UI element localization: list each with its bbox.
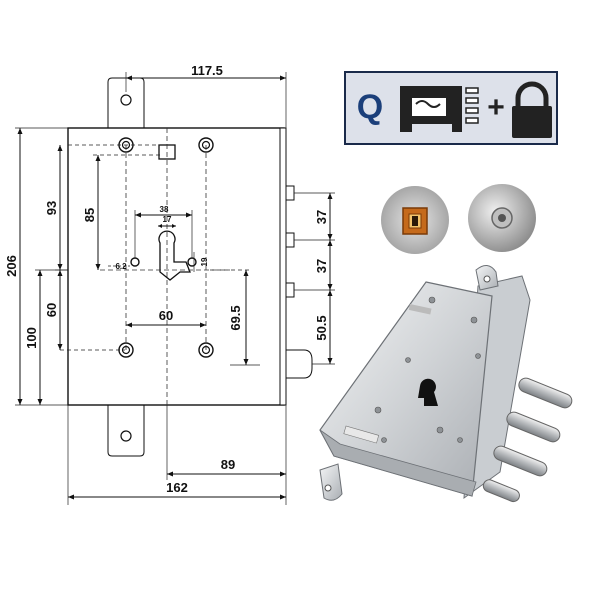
dim-label-50-5: 50.5: [314, 315, 329, 340]
technical-drawing: 117.5 162 89 206: [4, 63, 335, 505]
dimension-38: 38: [134, 205, 193, 258]
dim-label-17: 17: [163, 215, 172, 224]
dimension-206: 206: [4, 127, 68, 406]
dim-label-60-horizontal: 60: [159, 308, 173, 323]
padlock-icon: [512, 81, 552, 138]
dimension-100: 100: [24, 269, 68, 405]
dim-label-89: 89: [221, 457, 235, 472]
dim-label-37-lower: 37: [314, 259, 329, 273]
bottom-fixing-tab: [107, 405, 145, 457]
dimension-89: 89: [166, 405, 286, 480]
closeup-photo-left: [381, 186, 449, 254]
dim-label-19: 19: [200, 257, 209, 266]
photo-label-plate: [343, 425, 380, 444]
dim-label-37-upper: 37: [314, 210, 329, 224]
dim-label-85: 85: [82, 208, 97, 222]
dim-label-162: 162: [166, 480, 188, 495]
dim-label-38: 38: [160, 205, 169, 214]
closeup-photo-right: [468, 184, 536, 252]
badge-letter-q: Q: [357, 88, 383, 126]
dimension-17: 17: [158, 215, 176, 228]
dim-label-117-5: 117.5: [191, 63, 223, 78]
center-lines: [60, 128, 230, 405]
dimension-69-5: 69.5: [210, 269, 260, 366]
lock-mechanism-icon: [400, 86, 479, 132]
dimension-6-2: 6.2: [108, 262, 130, 271]
dimension-162: 162: [67, 405, 287, 505]
photo-keyhole: [418, 378, 438, 406]
feature-badge: Q +: [344, 71, 558, 145]
latch-bolt: [286, 349, 313, 379]
badge-plus-sign: +: [487, 91, 505, 124]
dimension-93: 93: [44, 145, 68, 271]
dim-label-60-vertical: 60: [44, 303, 59, 317]
dimension-60-horizontal: 60: [126, 308, 206, 328]
photo-screws: [374, 296, 481, 443]
dim-label-206: 206: [4, 255, 19, 277]
dim-label-100: 100: [24, 327, 39, 349]
dimension-bolt-spacing: 37 37 50.5: [294, 192, 335, 365]
dimension-19: 19: [193, 252, 209, 272]
dimension-117-5: 117.5: [125, 63, 287, 128]
dimension-85: 85: [82, 154, 160, 270]
dim-label-6-2: 6.2: [115, 262, 127, 271]
dimension-60-vertical: 60: [44, 270, 63, 350]
bolt-cylinders: [482, 377, 573, 503]
dim-label-93: 93: [44, 201, 59, 215]
dim-label-69-5: 69.5: [228, 305, 243, 330]
main-lock-photo: [319, 265, 573, 503]
bolt-stubs: [285, 185, 313, 379]
faceplate-edge: [279, 127, 287, 406]
photo-brand-mark: [408, 304, 432, 315]
